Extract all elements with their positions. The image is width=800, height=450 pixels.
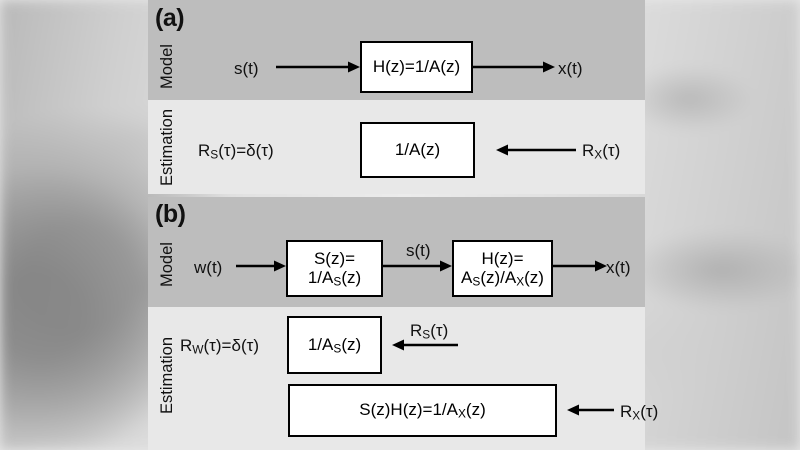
panel-b-filter-box-hz: H(z)= AS(z)/AX(z) bbox=[452, 240, 553, 297]
sz-line1: S(z)= bbox=[313, 248, 356, 268]
panel-b-combined-filter-box: S(z)H(z)=1/AX(z) bbox=[288, 384, 557, 437]
sz-line2-tail: (z) bbox=[341, 267, 362, 287]
arrow-b-model-h-to-x bbox=[553, 260, 607, 272]
comb-base: S(z)H(z)=1/A bbox=[359, 400, 458, 420]
invs-tail: (z) bbox=[341, 334, 362, 354]
arrow-b-model-w-to-s bbox=[236, 260, 286, 272]
hz-line1: H(z)= bbox=[481, 248, 524, 268]
brs-base: R bbox=[410, 321, 423, 340]
panel-b-filter-box-hz-text: H(z)= AS(z)/AX(z) bbox=[461, 249, 544, 289]
hz-line2-tail: (z) bbox=[524, 267, 544, 287]
invs-sub: S bbox=[333, 341, 342, 356]
rx-base: R bbox=[582, 141, 595, 160]
block-diagram-figure: (a) (b) Model Estimation Model Estimatio… bbox=[148, 0, 658, 450]
brx-base: R bbox=[620, 402, 633, 421]
panel-b-autocorr-label-rx: RX(τ) bbox=[620, 403, 658, 423]
panel-a-filter-box-hz: H(z)=1/A(z) bbox=[360, 41, 473, 93]
hz-line2-sub: S bbox=[472, 274, 481, 289]
rx-sub: X bbox=[594, 147, 603, 162]
panel-b-inverse-source-box: 1/AS(z) bbox=[287, 316, 382, 374]
panel-a-autocorr-label-rs: RS(τ)=δ(τ) bbox=[198, 142, 274, 162]
sz-line2-sub: S bbox=[333, 274, 342, 289]
comb-tail: (z) bbox=[465, 400, 486, 420]
rw-tail: (τ)=δ(τ) bbox=[203, 336, 259, 355]
sz-line2-base: 1/A bbox=[307, 267, 334, 287]
hz-line2-sub2: X bbox=[516, 274, 525, 289]
panel-b-autocorr-label-rs: RS(τ) bbox=[410, 322, 448, 342]
rs-base: R bbox=[198, 141, 211, 160]
connector-arrows bbox=[236, 61, 614, 416]
hz-line2-mid: (z)/A bbox=[480, 267, 517, 287]
brs-sub: S bbox=[422, 327, 431, 342]
panel-b-signal-label-st: s(t) bbox=[406, 241, 431, 260]
panel-a-letter: (a) bbox=[155, 4, 185, 32]
arrow-a-estimation-in bbox=[496, 144, 576, 156]
arrow-b-estimation-rs bbox=[392, 339, 458, 351]
rx-tail: (τ) bbox=[602, 141, 621, 160]
panel-b-letter: (b) bbox=[155, 200, 186, 228]
panel-a-signal-label-st: s(t) bbox=[234, 59, 259, 78]
arrow-b-estimation-rx bbox=[567, 404, 614, 416]
panel-b-source-box-sz: S(z)= 1/AS(z) bbox=[286, 240, 383, 297]
panel-a-autocorr-label-rx: RX(τ) bbox=[582, 142, 620, 162]
panel-b-combined-filter-box-text: S(z)H(z)=1/AX(z) bbox=[359, 400, 485, 421]
brx-sub: X bbox=[632, 408, 641, 423]
panel-b-source-box-sz-text: S(z)= 1/AS(z) bbox=[308, 249, 361, 289]
panel-a-filter-box-hz-text: H(z)=1/A(z) bbox=[372, 57, 461, 77]
arrow-a-model-in bbox=[276, 61, 360, 73]
sz-line2: 1/AS(z) bbox=[308, 268, 361, 289]
panel-b-signal-label-wt: w(t) bbox=[194, 258, 223, 277]
panel-b-model-band bbox=[148, 197, 645, 307]
arrow-b-model-s-to-h bbox=[383, 260, 452, 272]
brs-tail: (τ) bbox=[430, 321, 449, 340]
panel-b-inverse-source-box-text: 1/AS(z) bbox=[308, 335, 361, 356]
panel-a-signal-label-xt: x(t) bbox=[558, 59, 583, 78]
hz-line2: AS(z)/AX(z) bbox=[461, 268, 544, 289]
rs-tail: (τ)=δ(τ) bbox=[218, 141, 274, 160]
brx-tail: (τ) bbox=[640, 402, 659, 421]
panel-b-signal-label-xt: x(t) bbox=[606, 258, 631, 277]
panel-a-inverse-filter-box-text: 1/A(z) bbox=[394, 140, 441, 160]
hz-line2-base: A bbox=[461, 267, 473, 287]
rs-sub: S bbox=[210, 147, 219, 162]
invs-base: 1/A bbox=[307, 334, 334, 354]
panel-a-inverse-filter-box: 1/A(z) bbox=[360, 122, 475, 178]
comb-sub: X bbox=[457, 406, 466, 421]
panel-b-autocorr-label-rw: RW(τ)=δ(τ) bbox=[180, 337, 259, 357]
rw-base: R bbox=[180, 336, 193, 355]
arrow-a-model-out bbox=[473, 61, 555, 73]
rw-sub: W bbox=[192, 342, 204, 357]
